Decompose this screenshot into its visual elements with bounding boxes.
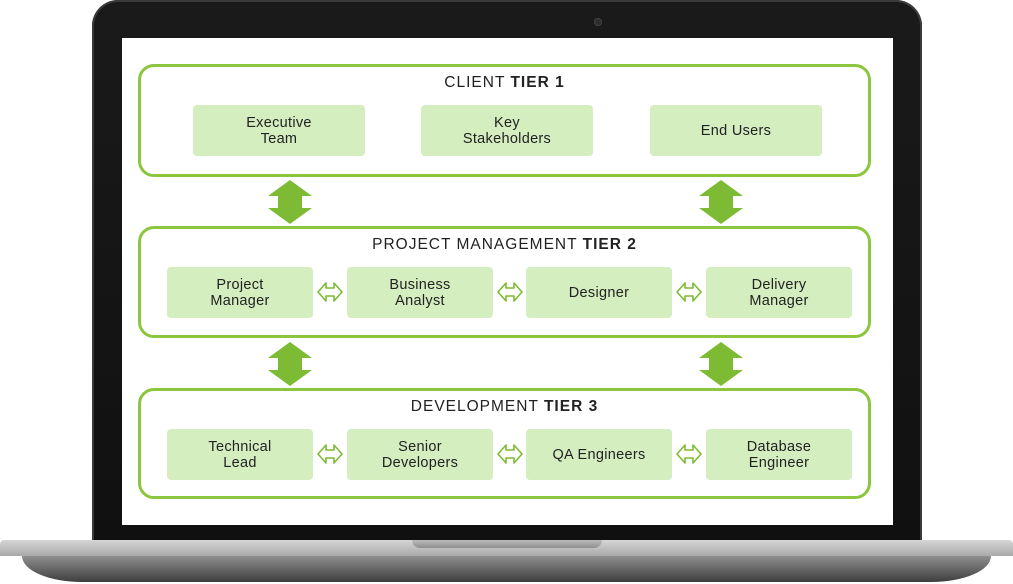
- double-horizontal-arrow-icon: [676, 282, 702, 302]
- role-label: Key Stakeholders: [462, 114, 552, 147]
- double-horizontal-arrow-icon: [497, 282, 523, 302]
- role-box-technical-lead: Technical Lead: [167, 429, 313, 480]
- role-label: Delivery Manager: [749, 276, 809, 309]
- development-tier-panel: DEVELOPMENT TIER 3 Technical Lead Senior…: [138, 388, 871, 499]
- role-label: Database Engineer: [746, 438, 812, 471]
- double-horizontal-arrow-icon: [497, 444, 523, 464]
- role-label: Business Analyst: [389, 276, 451, 309]
- role-box-database-engineer: Database Engineer: [706, 429, 852, 480]
- role-box-executive-team: Executive Team: [193, 105, 365, 156]
- tier-title: PROJECT MANAGEMENT TIER 2: [141, 236, 868, 254]
- laptop-base-bottom: [22, 556, 991, 582]
- tier-number: TIER 3: [543, 398, 599, 415]
- double-vertical-arrow-icon: [699, 342, 743, 386]
- double-horizontal-arrow-icon: [317, 282, 343, 302]
- tier-number: TIER 1: [510, 74, 565, 91]
- laptop-base-top: [0, 540, 1013, 556]
- double-vertical-arrow-icon: [268, 180, 312, 224]
- role-box-delivery-manager: Delivery Manager: [706, 267, 852, 318]
- tier-name: CLIENT: [444, 74, 506, 91]
- role-box-business-analyst: Business Analyst: [347, 267, 493, 318]
- laptop-base: [0, 540, 1013, 584]
- role-box-designer: Designer: [526, 267, 672, 318]
- role-box-senior-developers: Senior Developers: [347, 429, 493, 480]
- role-box-end-users: End Users: [650, 105, 822, 156]
- role-label: Designer: [568, 284, 630, 301]
- double-vertical-arrow-icon: [699, 180, 743, 224]
- role-box-project-manager: Project Manager: [167, 267, 313, 318]
- role-box-qa-engineers: QA Engineers: [526, 429, 672, 480]
- tier-title: CLIENT TIER 1: [141, 74, 868, 92]
- tier-number: TIER 2: [582, 236, 637, 253]
- role-label: Project Manager: [210, 276, 270, 309]
- laptop-screen: CLIENT TIER 1 Executive Team Key Stakeho…: [122, 38, 893, 525]
- camera-icon: [595, 19, 601, 25]
- role-label: Senior Developers: [381, 438, 459, 471]
- project-management-tier-panel: PROJECT MANAGEMENT TIER 2 Project Manage…: [138, 226, 871, 338]
- role-label: Executive Team: [246, 114, 312, 147]
- role-box-key-stakeholders: Key Stakeholders: [421, 105, 593, 156]
- client-tier-panel: CLIENT TIER 1 Executive Team Key Stakeho…: [138, 64, 871, 177]
- tier-name: DEVELOPMENT: [410, 398, 539, 415]
- double-horizontal-arrow-icon: [676, 444, 702, 464]
- role-label: End Users: [700, 122, 772, 139]
- role-label: QA Engineers: [552, 446, 646, 463]
- tier-name: PROJECT MANAGEMENT: [372, 236, 578, 253]
- tier-title: DEVELOPMENT TIER 3: [141, 398, 868, 416]
- double-vertical-arrow-icon: [268, 342, 312, 386]
- laptop-notch: [412, 540, 602, 548]
- double-horizontal-arrow-icon: [317, 444, 343, 464]
- role-label: Technical Lead: [208, 438, 272, 471]
